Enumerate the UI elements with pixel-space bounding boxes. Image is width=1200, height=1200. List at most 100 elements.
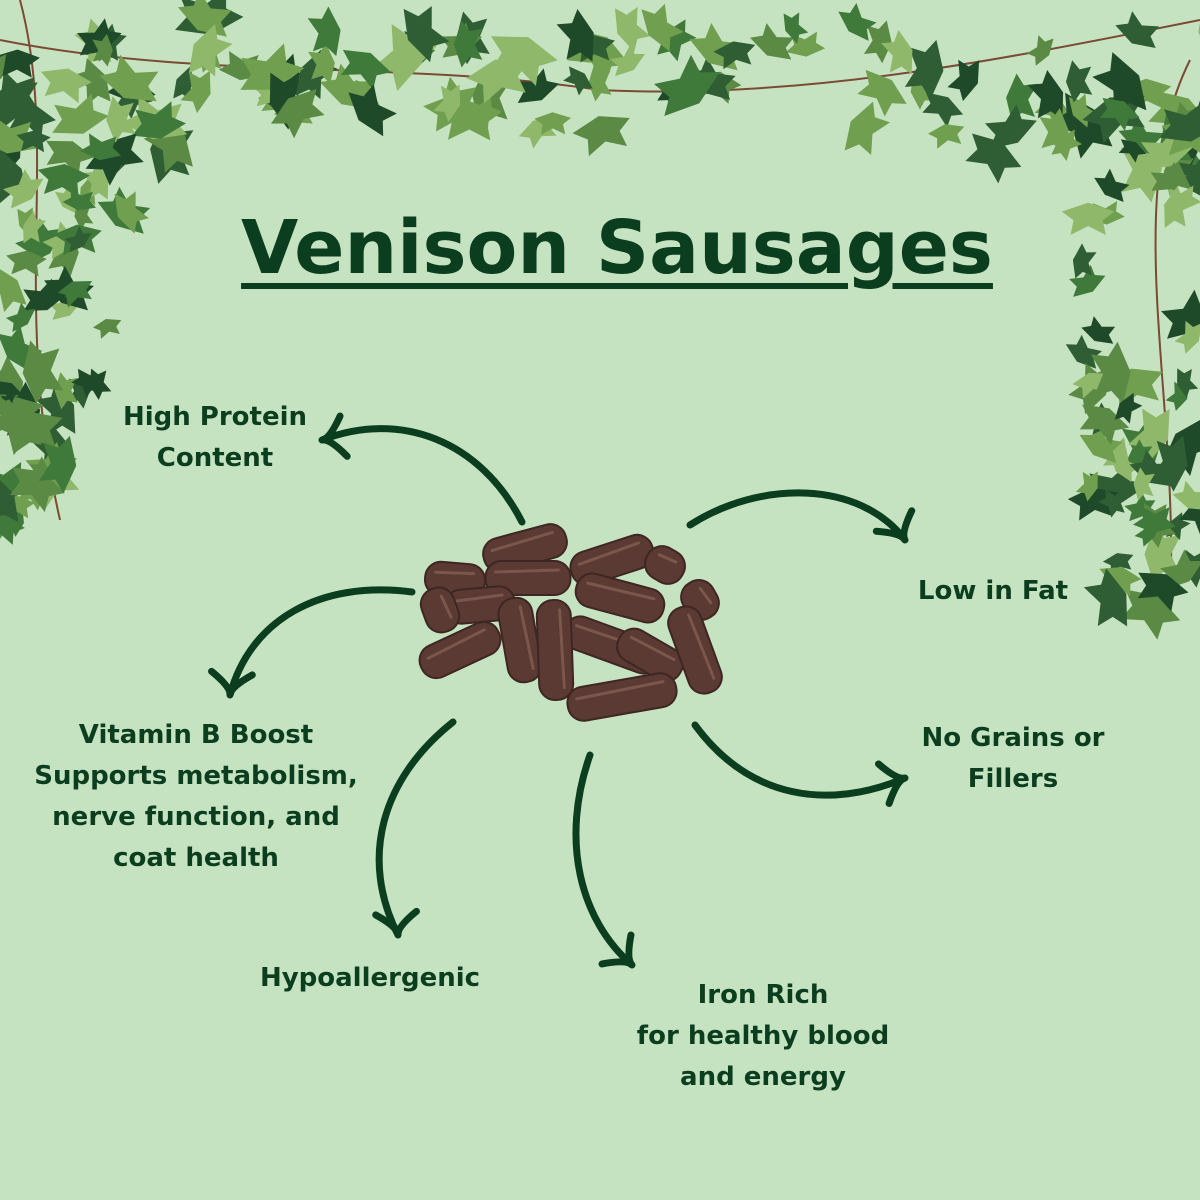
ivy-leaf-icon <box>0 70 35 132</box>
ivy-leaf-icon <box>22 340 64 404</box>
ivy-leaf-icon <box>1174 320 1200 354</box>
ivy-leaf-icon <box>1150 162 1188 191</box>
arrow-line <box>686 489 909 544</box>
arrow-line <box>318 425 526 526</box>
ivy-leaf-icon <box>1027 69 1064 120</box>
sausage-body <box>667 605 723 695</box>
ivy-leaf-icon <box>984 104 1037 150</box>
ivy-leaf-icon <box>922 92 964 128</box>
ivy-leaf-icon <box>1061 202 1115 235</box>
sausage <box>535 598 575 702</box>
ivy-leaf-icon <box>403 5 450 63</box>
arrowhead-icon <box>875 760 907 807</box>
ivy-leaf-icon <box>713 41 756 70</box>
ivy-leaf-icon <box>468 96 502 134</box>
benefit-line: No Grains or <box>921 723 1105 753</box>
ivy-leaf-icon <box>143 116 193 173</box>
ivy-leaf-icon <box>1102 553 1134 575</box>
ivy-leaf-icon <box>0 515 25 545</box>
ivy-leaf-icon <box>927 124 965 149</box>
ivy-leaf-icon <box>904 39 944 100</box>
ivy-leaf-icon <box>1178 151 1200 207</box>
ivy-leaf-icon <box>1094 168 1130 202</box>
ivy-leaf-icon <box>99 54 159 102</box>
benefit-line: Hypoallergenic <box>259 963 481 993</box>
ivy-leaf-icon <box>641 3 684 52</box>
arrowhead-icon <box>598 931 635 968</box>
benefit-iron-rich: Iron Rich for healthy blood and energy <box>613 975 913 1098</box>
sausage-body <box>644 545 686 585</box>
ivy-leaf-icon <box>1049 92 1113 159</box>
ivy-leaf-icon <box>114 191 149 234</box>
arrowhead-icon <box>872 507 916 543</box>
ivy-leaf-icon <box>490 36 558 86</box>
ivy-leaf-icon <box>307 6 341 57</box>
benefit-line: Iron Rich <box>697 980 829 1010</box>
ivy-leaf-icon <box>1172 480 1200 511</box>
ivy-leaf-icon <box>1079 404 1130 445</box>
sausage-highlight <box>577 541 641 566</box>
ivy-leaf-icon <box>3 169 44 209</box>
ivy-leaf-icon <box>1124 492 1156 522</box>
ivy-leaf-icon <box>0 49 40 78</box>
ivy-leaf-icon <box>1072 243 1097 279</box>
sausage <box>574 572 666 624</box>
ivy-leaf-icon <box>844 101 891 155</box>
ivy-leaf-icon <box>9 467 65 513</box>
ivy-leaf-icon <box>0 473 19 526</box>
ivy-leaf-icon <box>308 42 335 85</box>
ivy-leaf-icon <box>52 93 109 134</box>
sausage-highlight <box>453 593 504 603</box>
ivy-leaf-icon <box>188 23 233 77</box>
benefit-line: and energy <box>680 1062 846 1092</box>
ivy-leaf-icon <box>1072 372 1109 399</box>
ivy-leaf-icon <box>1083 568 1128 627</box>
ivy-leaf-icon <box>1099 97 1140 131</box>
ivy-leaf-icon <box>92 319 122 339</box>
sausage-highlight <box>426 628 486 660</box>
ivy-leaf-icon <box>0 380 23 404</box>
sausage <box>419 586 461 634</box>
ivy-leaf-icon <box>0 266 27 313</box>
ivy-leaf-icon <box>614 6 651 52</box>
arrowhead-icon <box>208 667 256 696</box>
benefit-line: Vitamin B Boost <box>78 720 314 750</box>
benefit-vitamin-b: Vitamin B Boost Supports metabolism, ner… <box>16 715 376 879</box>
ivy-leaf-icon <box>1129 449 1175 487</box>
ivy-leaf-icon <box>654 54 720 116</box>
benefit-line: nerve function, and <box>52 802 340 832</box>
sausage <box>482 523 568 573</box>
ivy-leaf-icon <box>38 435 77 494</box>
ivy-leaf-icon <box>79 133 122 161</box>
sausage-highlight <box>490 530 554 553</box>
ivy-leaf-icon <box>881 29 913 75</box>
sausage <box>418 620 502 680</box>
benefit-line: High Protein <box>122 402 308 432</box>
ivy-leaf-icon <box>85 133 144 186</box>
ivy-leaf-icon <box>1133 506 1176 533</box>
sausage <box>667 605 723 695</box>
ivy-leaf-icon <box>23 278 67 312</box>
ivy-leaf-icon <box>556 8 594 62</box>
benefit-no-grains: No Grains or Fillers <box>893 718 1133 800</box>
ivy-leaf-icon <box>750 22 795 60</box>
ivy-leaf-icon <box>1090 341 1131 404</box>
ivy-leaf-icon <box>76 18 122 56</box>
ivy-leaf-icon <box>433 84 461 123</box>
ivy-leaf-icon <box>516 68 560 103</box>
sausage-highlight <box>434 570 476 576</box>
ivy-leaf-icon <box>0 325 43 373</box>
sausage-highlight <box>439 594 453 619</box>
ivy-leaf-icon <box>16 130 51 153</box>
ivy-leaf-icon <box>23 210 47 244</box>
ivy-leaf-icon <box>1137 572 1189 612</box>
ivy-leaf-icon <box>37 163 90 198</box>
arrowhead-icon <box>320 412 351 460</box>
ivy-leaf-icon <box>131 101 186 139</box>
page-title: Venison Sausages <box>241 205 993 291</box>
ivy-leaf-icon <box>1065 60 1093 103</box>
benefit-line: coat health <box>113 843 279 873</box>
ivy-leaf-icon <box>1159 101 1200 142</box>
ivy-leaf-icon <box>1161 289 1200 339</box>
ivy-leaf-icon <box>1068 93 1098 128</box>
